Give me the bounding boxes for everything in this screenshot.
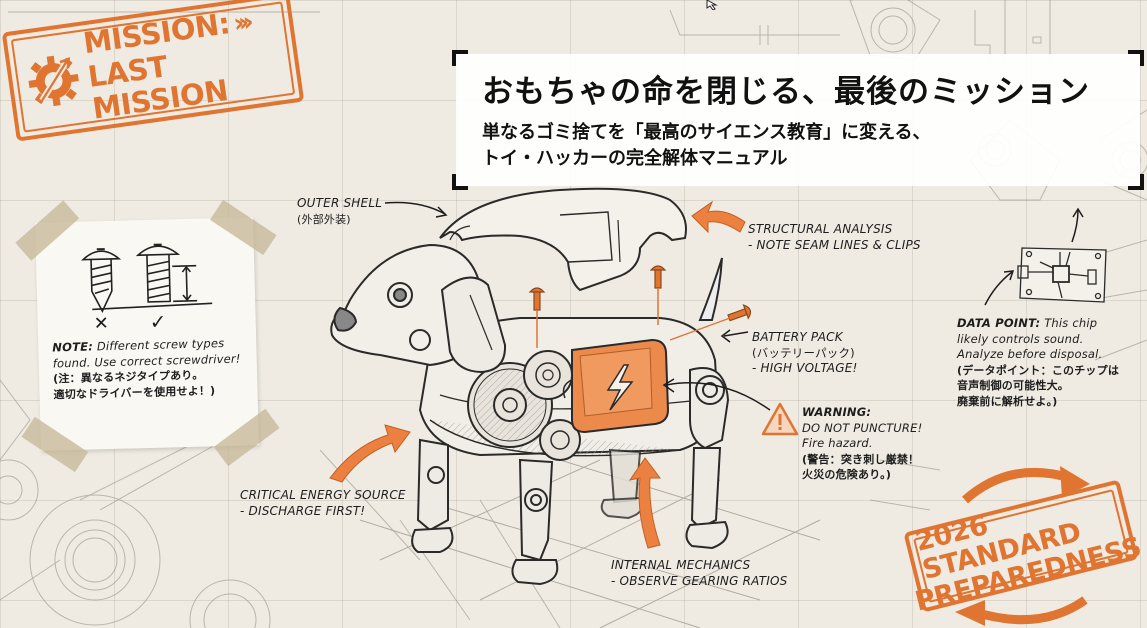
structural-analysis-label: STRUCTURAL ANALYSIS - NOTE SEAM LINES & … [748, 222, 921, 253]
warning-jp-line-2: 火災の危険あり。) [802, 468, 892, 481]
screw-comparison-drawing [80, 243, 213, 313]
dog-legs [411, 367, 730, 586]
structural-arrow-icon [691, 200, 746, 234]
warning-jp-line-1: (警告：突き刺し厳禁！ [802, 452, 920, 466]
orange-arrows [329, 200, 746, 549]
data-point-line-3: Analyze before disposal. [957, 347, 1103, 361]
data-point-jp-line-2: 音声制御の可能性大。 [957, 379, 1069, 392]
data-point-line-1: This chip [1044, 316, 1098, 330]
tail-part [698, 257, 723, 321]
gear-wrench-icon [28, 55, 79, 107]
leader-arrows [384, 201, 1084, 411]
page-title: おもちゃの命を閉じる、最後のミッション [482, 74, 1090, 110]
frame-corner [1128, 50, 1144, 66]
mouse-cursor-icon [706, 0, 718, 10]
data-point-line-2: likely controls sound. [957, 331, 1084, 346]
data-point-jp-line-3: 廃棄前に解析せよ。) [957, 394, 1058, 408]
battery-pack-label: BATTERY PACK (バッテリーパック) - HIGH VOLTAGE! [752, 330, 858, 377]
screw-note-card: ✕ ✓ NOTE: Different screw types found. U… [15, 199, 280, 473]
warning-triangle-icon [761, 402, 799, 436]
energy-source-label: CRITICAL ENERGY SOURCE - DISCHARGE FIRST… [240, 488, 406, 519]
subtitle-line-2: トイ・ハッカーの完全解体マニュアル [482, 148, 788, 169]
battery-title: BATTERY PACK [752, 330, 843, 344]
circuit-board-chip [1017, 247, 1107, 303]
page-subtitle: 単なるゴミ捨てを「最高のサイエンス教育」に変える、 トイ・ハッカーの完全解体マニ… [482, 120, 1114, 172]
data-point-title: DATA POINT: [957, 316, 1041, 330]
data-point-label: DATA POINT: This chip likely controls so… [957, 316, 1119, 409]
gear-assembly [467, 350, 581, 461]
battery-jp: (バッテリーパック) [752, 345, 855, 360]
warning-title: WARNING: [802, 405, 872, 419]
mechanics-title: INTERNAL MECHANICS [611, 558, 751, 572]
internal-mechanics-label: INTERNAL MECHANICS - OBSERVE GEARING RAT… [611, 558, 787, 589]
outer-shell-label: OUTER SHELL (外部外装) [297, 196, 382, 227]
warning-line-2: Fire hazard. [802, 436, 873, 450]
energy-detail: - DISCHARGE FIRST! [240, 503, 366, 518]
lightning-bolt-icon [606, 364, 634, 411]
cycle-arrows-icon [962, 467, 1088, 625]
frame-corner [1128, 174, 1144, 190]
outer-shell-title: OUTER SHELL [297, 196, 383, 210]
mechanics-arrow-icon [628, 457, 661, 549]
structural-detail: - NOTE SEAM LINES & CLIPS [748, 237, 921, 252]
energy-arrow-icon [329, 424, 411, 483]
mechanics-detail: - OBSERVE GEARING RATIOS [611, 573, 788, 588]
title-card: おもちゃの命を閉じる、最後のミッション 単なるゴミ捨てを「最高のサイエンス教育」… [452, 50, 1144, 190]
warning-label: WARNING: DO NOT PUNCTURE! Fire hazard. (… [802, 405, 922, 483]
subtitle-line-1: 単なるゴミ捨てを「最高のサイエンス教育」に変える、 [482, 122, 931, 143]
warning-line-1: DO NOT PUNCTURE! [802, 420, 923, 435]
battery-pack-part [562, 338, 670, 434]
mission-stamp: MISSION:››› LAST MISSION [1, 0, 305, 142]
loose-screws [528, 265, 752, 348]
frame-corner [452, 174, 468, 190]
data-point-jp-line-1: (データポイント：このチップは [957, 363, 1120, 377]
frame-corner [452, 50, 468, 66]
energy-title: CRITICAL ENERGY SOURCE [240, 488, 406, 502]
battery-detail: - HIGH VOLTAGE! [752, 361, 858, 375]
outer-shell-part [439, 187, 687, 292]
structural-title: STRUCTURAL ANALYSIS [748, 222, 893, 236]
dog-head [330, 243, 507, 374]
outer-shell-jp: (外部外装) [297, 212, 351, 226]
